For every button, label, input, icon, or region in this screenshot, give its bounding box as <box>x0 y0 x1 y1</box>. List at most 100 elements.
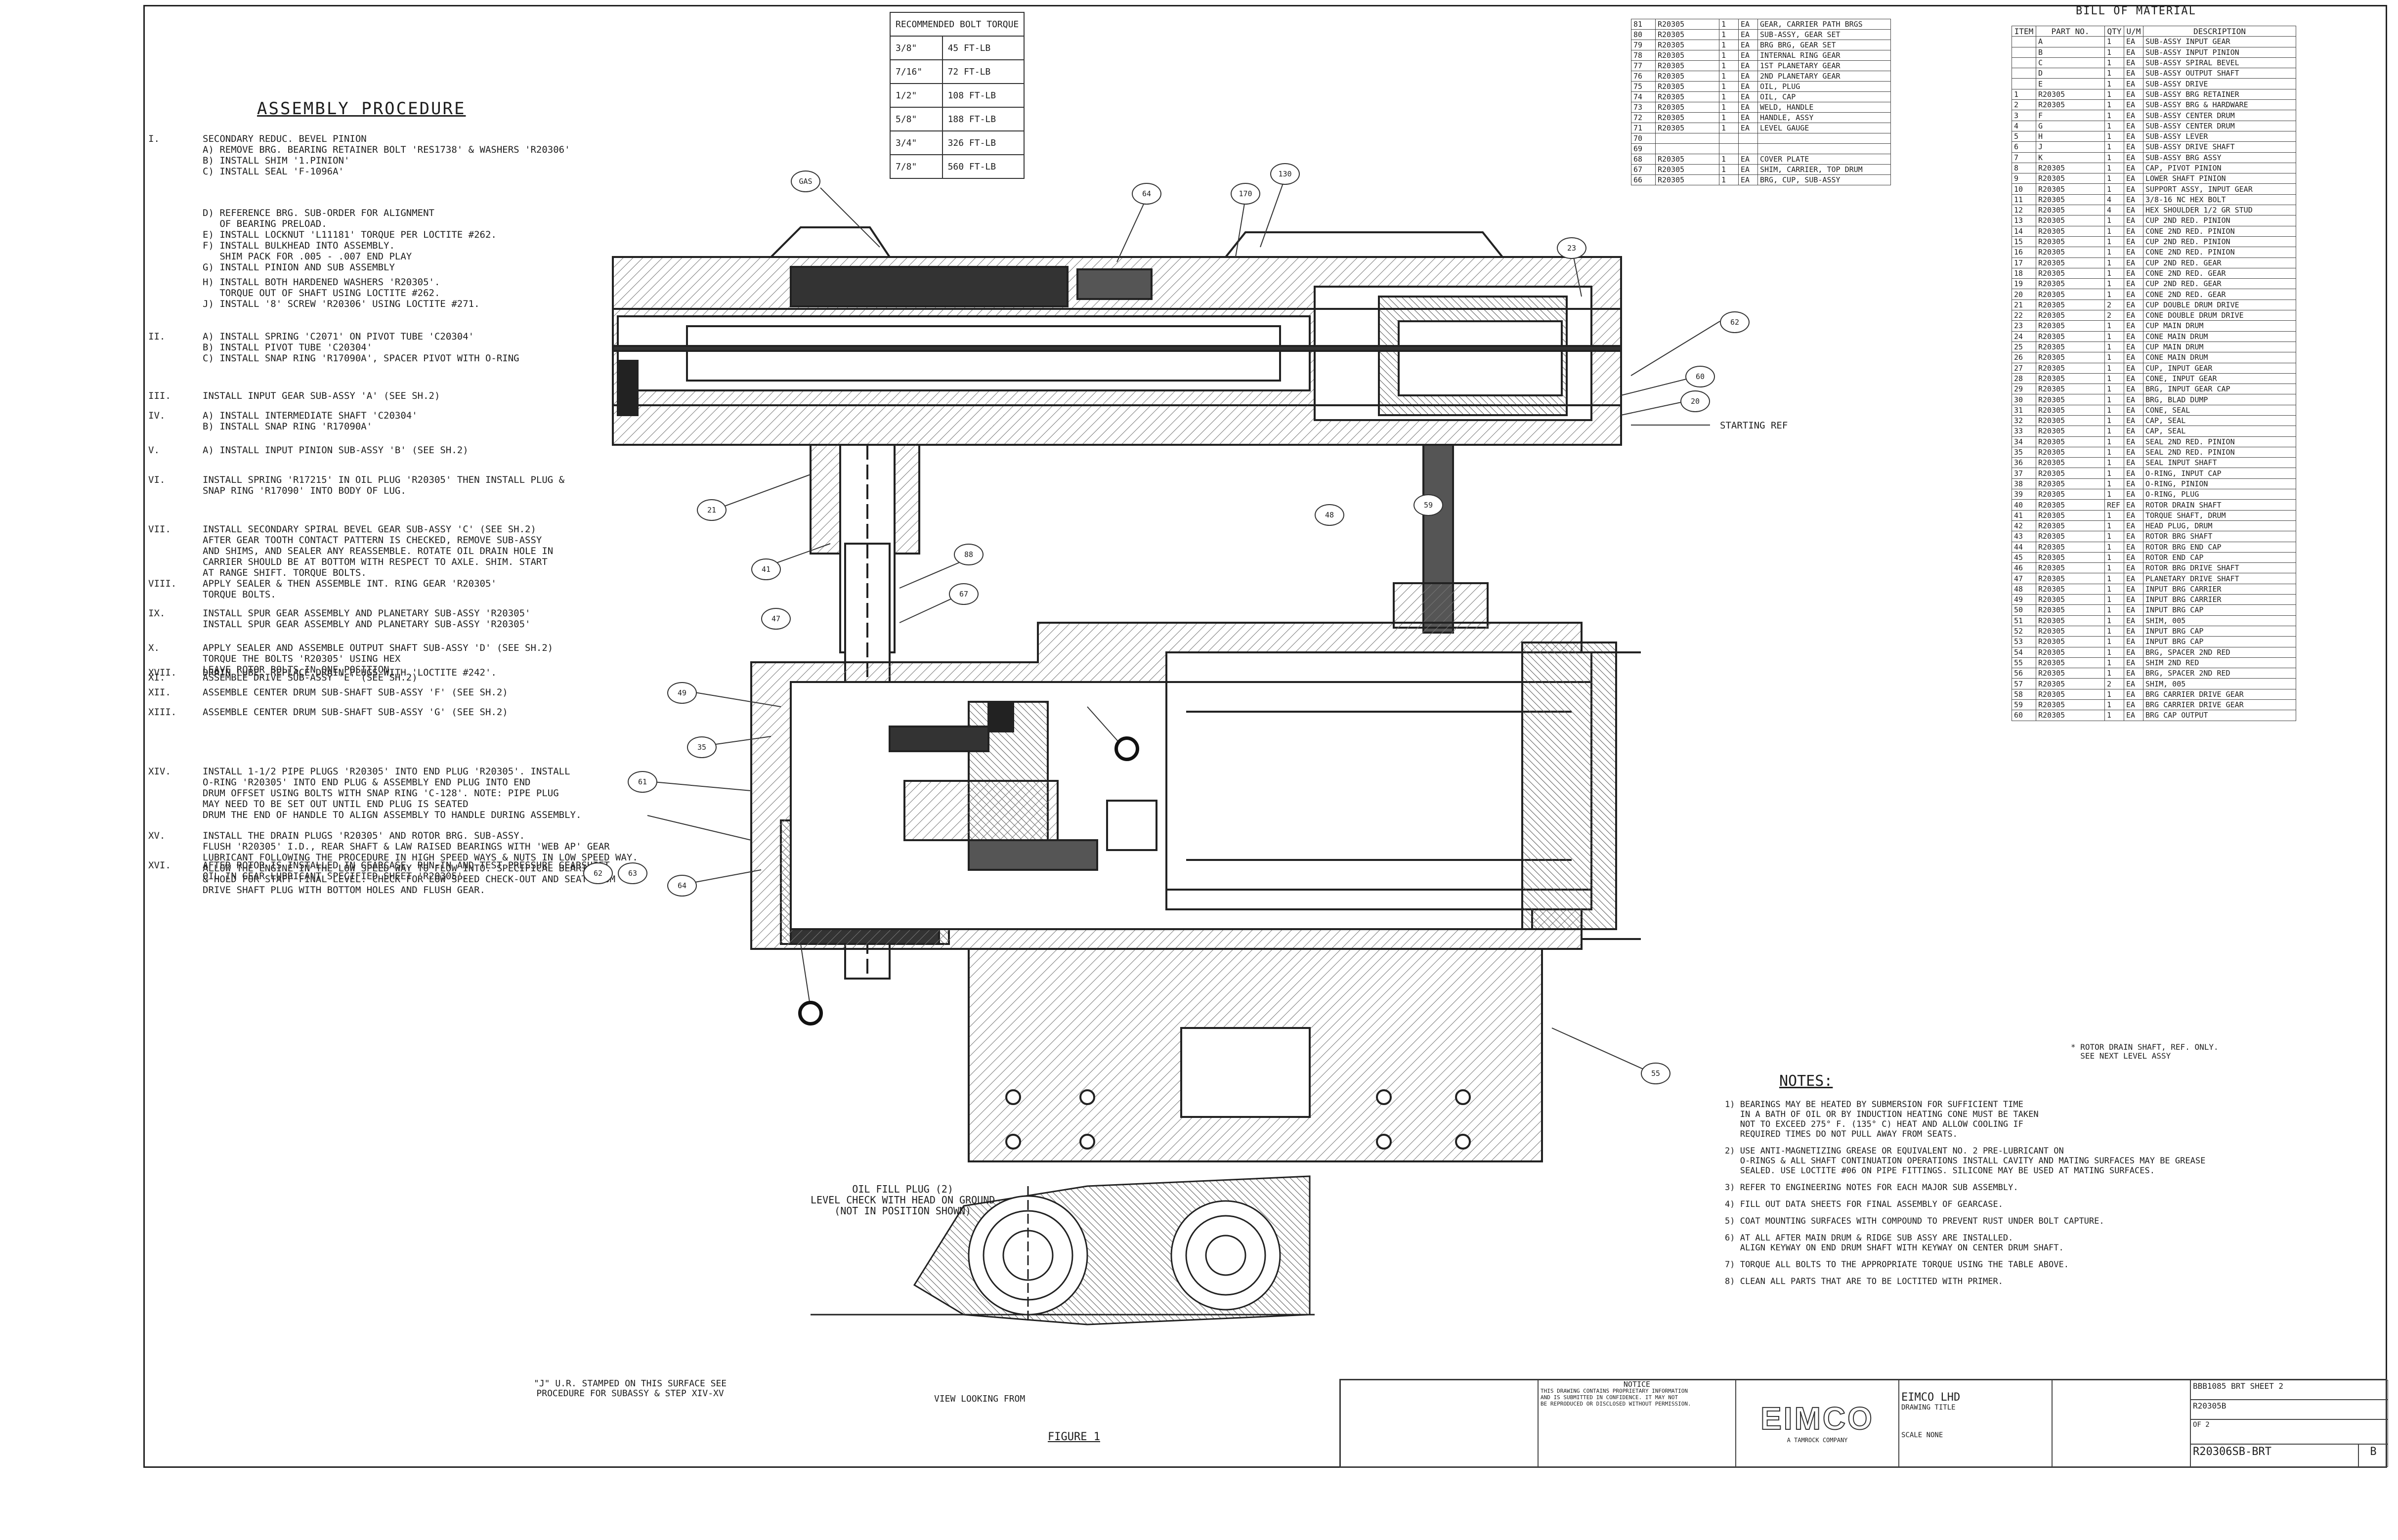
procedure-step-text: INSTALL INPUT GEAR SUB-ASSY 'A' (SEE SH.… <box>203 390 440 401</box>
bom-cell: R20305 <box>2036 678 2105 689</box>
bom-cell: ROTOR BRG DRIVE SHAFT <box>2143 562 2296 574</box>
bom-cell: R20305 <box>2036 236 2105 248</box>
callout-left-5: 35 <box>687 736 717 758</box>
bom-cell: EA <box>2124 299 2143 311</box>
bom-cell: R20305 <box>2036 173 2105 184</box>
procedure-step-number: XII. <box>148 687 171 698</box>
procedure-step-text: INSTALL SECONDARY SPIRAL BEVEL GEAR SUB-… <box>203 524 554 578</box>
bom-cell: BRG CARRIER DRIVE GEAR <box>2143 688 2296 700</box>
bom-cell: CONE 2ND RED. PINION <box>2143 247 2296 258</box>
bom-cell: 39 <box>2012 489 2036 500</box>
procedure-step-text: INSTALL SPUR GEAR ASSEMBLY AND PLANETARY… <box>203 608 531 630</box>
procedure-step-text: DRAIN LUBE. REPLACE DRAIN PLUGS WITH 'LO… <box>203 667 497 678</box>
callout-top-3: 170 <box>1231 183 1260 205</box>
note-item: 2) USE ANTI-MAGNETIZING GREASE OR EQUIVA… <box>1725 1146 2206 1176</box>
revision-letter: B <box>2358 1444 2388 1467</box>
drawing-border <box>143 5 2387 1468</box>
bom-cell: OIL, PLUG <box>1757 81 1891 92</box>
bom-cell: R20305 <box>2036 384 2105 395</box>
bom-cell: ROTOR DRAIN SHAFT <box>2143 499 2296 511</box>
bom-cell: 66 <box>1631 174 1656 185</box>
notice-text: THIS DRAWING CONTAINS PROPRIETARY INFORM… <box>1541 1388 1691 1407</box>
bom-cell: R20305 <box>2036 468 2105 479</box>
procedure-step-number: XIV. <box>148 766 171 777</box>
bom-cell: OIL, CAP <box>1757 91 1891 102</box>
torque-value-cell: 326 FT-LB <box>942 130 1025 155</box>
torque-value-cell: 188 FT-LB <box>942 107 1025 131</box>
bom-cell: 36 <box>2012 457 2036 469</box>
procedure-step-number: IV. <box>148 410 166 421</box>
figure-1-view <box>811 1175 1315 1326</box>
callout-left-9: 64 <box>667 875 697 897</box>
notes-list: 1) BEARINGS MAY BE HEATED BY SUBMERSION … <box>1725 1100 2205 1293</box>
procedure-step-text: INSTALL THE DRAIN PLUGS 'R20305' AND ROT… <box>203 830 638 896</box>
bom-cell: 50 <box>2012 604 2036 616</box>
bom-cell: CONE, INPUT GEAR <box>2143 373 2296 385</box>
bom-cell: EA <box>2124 257 2143 268</box>
bolt-size-cell: 7/16" <box>890 59 943 84</box>
notes-title: NOTES: <box>1779 1072 1833 1090</box>
callout-top-4: 130 <box>1270 163 1300 185</box>
bom-cell: EA <box>2124 636 2143 647</box>
bom-cell: GEAR, CARRIER PATH BRGS <box>1757 19 1891 30</box>
bom-cell: R20305 <box>2036 541 2105 553</box>
bom-cell: 73 <box>1631 102 1656 113</box>
bom-cell: EA <box>2124 205 2143 216</box>
procedure-step-text: H) INSTALL BOTH HARDENED WASHERS 'R20305… <box>203 277 480 309</box>
bom-cell: BRG BRG, GEAR SET <box>1757 40 1891 50</box>
bom-cell: BRG CARRIER DRIVE GEAR <box>2143 699 2296 711</box>
dwg-no-bottom: R20305B <box>2190 1400 2388 1419</box>
procedure-step-text: ASSEMBLE CENTER DRUM SUB-SHAFT SUB-ASSY … <box>203 707 508 718</box>
bom-cell: R20305 <box>2036 331 2105 342</box>
bom-cell: R20305 <box>2036 404 2105 416</box>
bom-cell: SUB-ASSY SPIRAL BEVEL <box>2143 57 2296 69</box>
bom-cell: EA <box>2124 583 2143 595</box>
bom-cell: 71 <box>1631 123 1656 133</box>
bom-cell: SUB-ASSY LEVER <box>2143 130 2296 142</box>
bom-cell: R20305 <box>2036 615 2105 626</box>
bom-cell: R20305 <box>1655 19 1719 30</box>
title-line-2: DRAWING TITLE <box>1901 1404 1956 1412</box>
bom-title: BILL OF MATERIAL <box>2076 5 2196 17</box>
bom-header-cell: QTY <box>2104 25 2124 37</box>
procedure-step-number: VI. <box>148 474 166 485</box>
bom-cell: R20305 <box>2036 510 2105 521</box>
bom-cell: EA <box>2124 267 2143 279</box>
callout-left-4: 49 <box>667 682 697 704</box>
procedure-step-text: APPLY SEALER & THEN ASSEMBLE INT. RING G… <box>203 578 497 600</box>
bom-cell: CUP 2ND RED. GEAR <box>2143 257 2296 268</box>
bom-cell: R20305 <box>2036 215 2105 226</box>
bolt-size-cell: 7/8" <box>890 154 943 179</box>
bom-cell: R20305 <box>2036 699 2105 711</box>
bom-cell: HEAD PLUG, DRUM <box>2143 520 2296 532</box>
torque-row: 1/2"108 FT-LB <box>890 83 1025 108</box>
bom-cell: EA <box>2124 573 2143 584</box>
bom-cell: EA <box>1738 154 1758 165</box>
oil-fill-label: OIL FILL PLUG (2) LEVEL CHECK WITH HEAD … <box>811 1183 995 1217</box>
bom-cell: WELD, HANDLE <box>1757 102 1891 113</box>
drawing-title-block: EIMCO LHD DRAWING TITLE SCALE NONE <box>1899 1380 2052 1467</box>
starting-ref-label: STARTING REF <box>1720 420 1788 431</box>
scale-label: SCALE NONE <box>1901 1431 1943 1439</box>
